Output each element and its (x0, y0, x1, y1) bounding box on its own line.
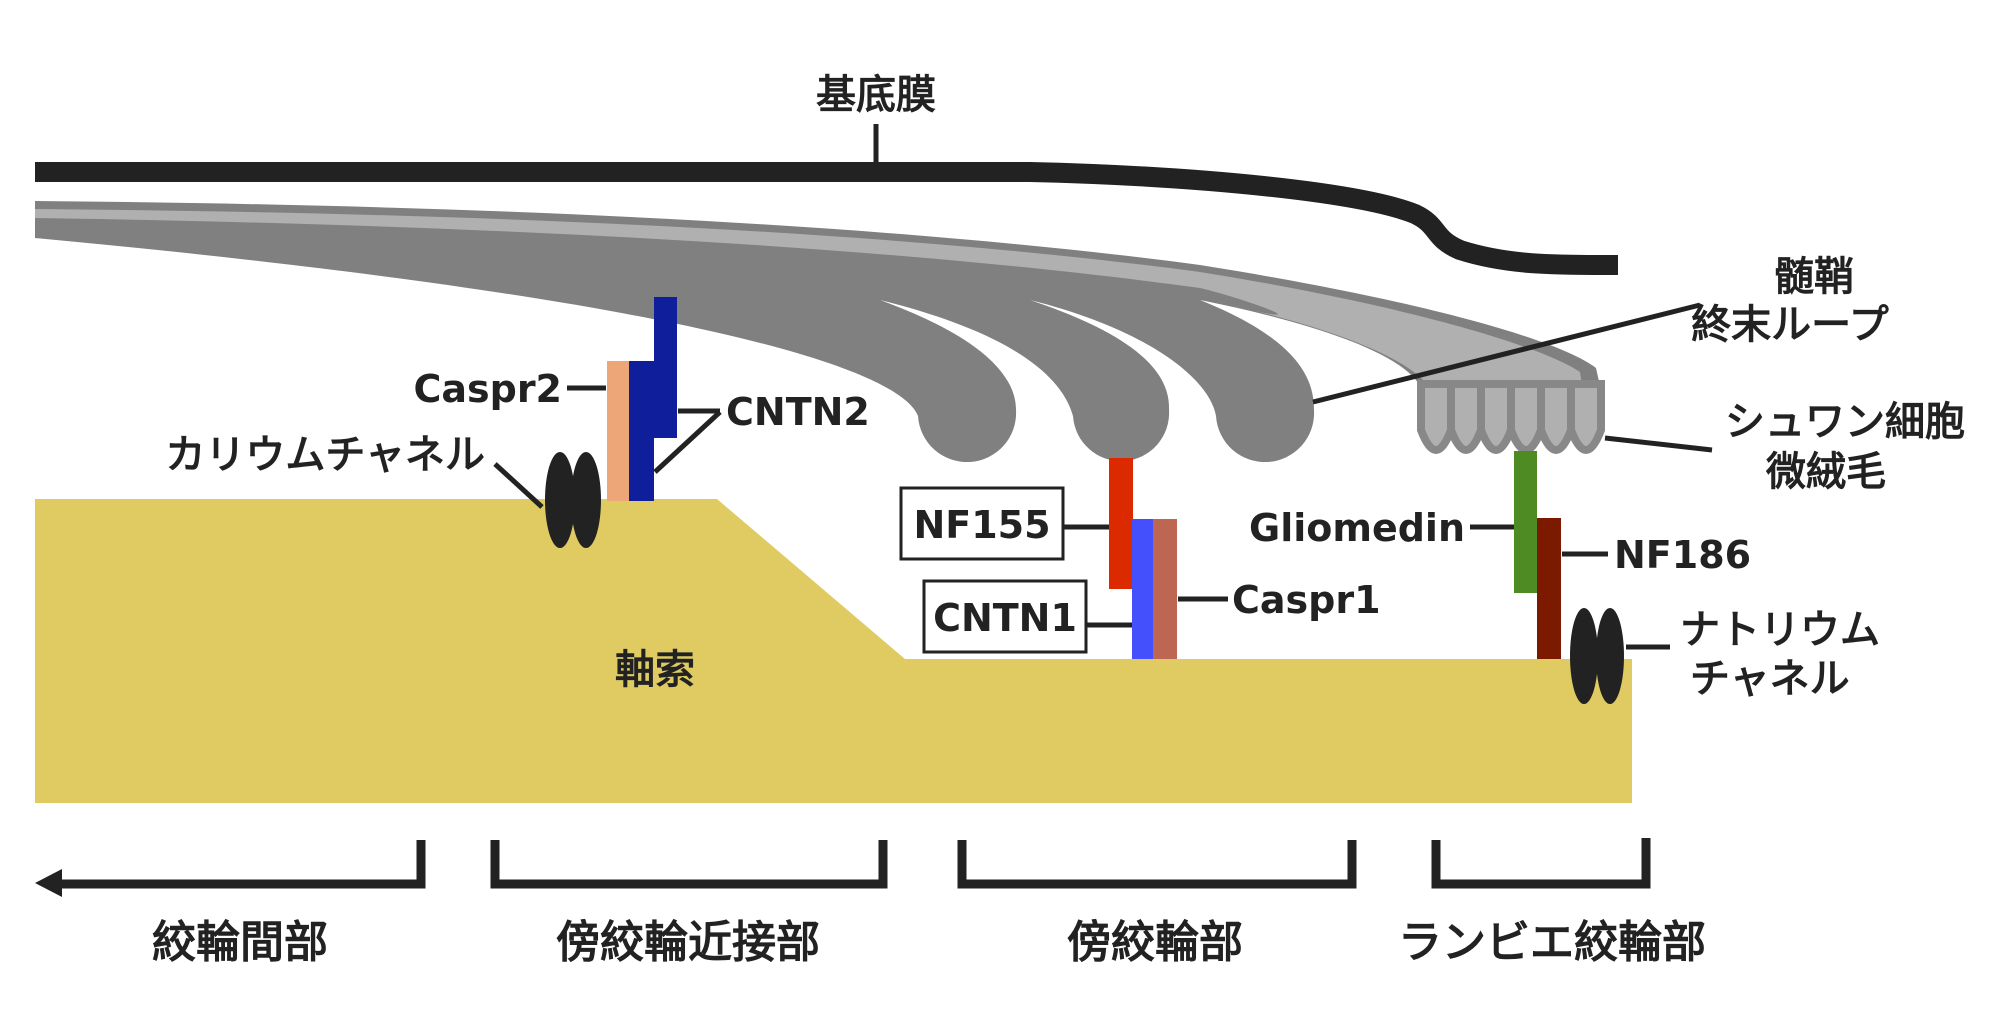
axon (35, 499, 1632, 803)
arrow-left-icon (35, 869, 62, 897)
nf155-label: NF155 (913, 503, 1050, 547)
cntn1-label-box (922, 579, 1088, 654)
juxtaparanode-bracket (490, 840, 888, 889)
region-internode: 絞輪間部 (35, 840, 426, 968)
paranode-bracket (957, 840, 1357, 889)
basement-membrane-label: 基底膜 (816, 72, 936, 118)
myelin-body (35, 201, 1600, 463)
sodium-channel-right (1596, 608, 1624, 704)
region-label-juxtaparanode: 傍絞輪近接部 (556, 917, 820, 968)
region-label-node: ランビエ絞輪部 (1398, 917, 1706, 968)
basement-membrane (35, 162, 1619, 276)
cntn1-bar (1132, 519, 1153, 659)
nf155-bar (1109, 458, 1133, 589)
caspr2-label: Caspr2 (413, 367, 562, 411)
caspr1-label: Caspr1 (1232, 578, 1381, 622)
potassium-channel-leader (493, 462, 544, 509)
microvilli-label-line1: シュワン細胞 (1725, 399, 1965, 445)
gliomedin-bar (1514, 451, 1537, 593)
nf186-label: NF186 (1614, 533, 1751, 577)
terminal-loop-leader (1312, 302, 1701, 405)
gliomedin-label: Gliomedin (1249, 506, 1465, 550)
potassium-channel-right (571, 452, 601, 548)
cntn2-label: CNTN2 (726, 390, 870, 434)
myelin-sheath (35, 201, 1605, 463)
terminal-loop-label-line2: 終末ループ (1691, 302, 1889, 348)
sodium-channel-label-line2: チャネル (1690, 656, 1850, 702)
nf155-label-box (899, 486, 1065, 561)
schwann-microvilli (1417, 380, 1605, 454)
sodium-channel-label-line1: ナトリウム (1680, 607, 1880, 653)
axon-label: 軸索 (615, 647, 695, 693)
caspr1-bar (1153, 519, 1177, 659)
region-label-internode: 絞輪間部 (152, 917, 328, 968)
microvilli-leader (1604, 435, 1713, 453)
potassium-channel-left (545, 452, 575, 548)
cntn1-label: CNTN1 (933, 596, 1077, 640)
region-label-paranode: 傍絞輪部 (1067, 917, 1243, 968)
cntn2-leader-lower (653, 410, 722, 474)
sodium-channel-left (1570, 608, 1598, 704)
region-paranode: 傍絞輪部 (957, 840, 1357, 968)
microvilli-label-line2: 微絨毛 (1765, 449, 1886, 495)
region-juxtaparanode: 傍絞輪近接部 (490, 840, 888, 968)
region-node: ランビエ絞輪部 (1398, 838, 1706, 968)
cntn2-bar (629, 297, 677, 501)
myelin-light-band (35, 209, 1582, 386)
caspr2-bar (607, 361, 629, 501)
internode-arrow (60, 840, 426, 889)
node-bracket (1431, 838, 1651, 889)
potassium-channel-label: カリウムチャネル (165, 432, 485, 478)
nf186-bar (1537, 518, 1561, 659)
terminal-loop-label-line1: 髄鞘 (1774, 254, 1854, 300)
